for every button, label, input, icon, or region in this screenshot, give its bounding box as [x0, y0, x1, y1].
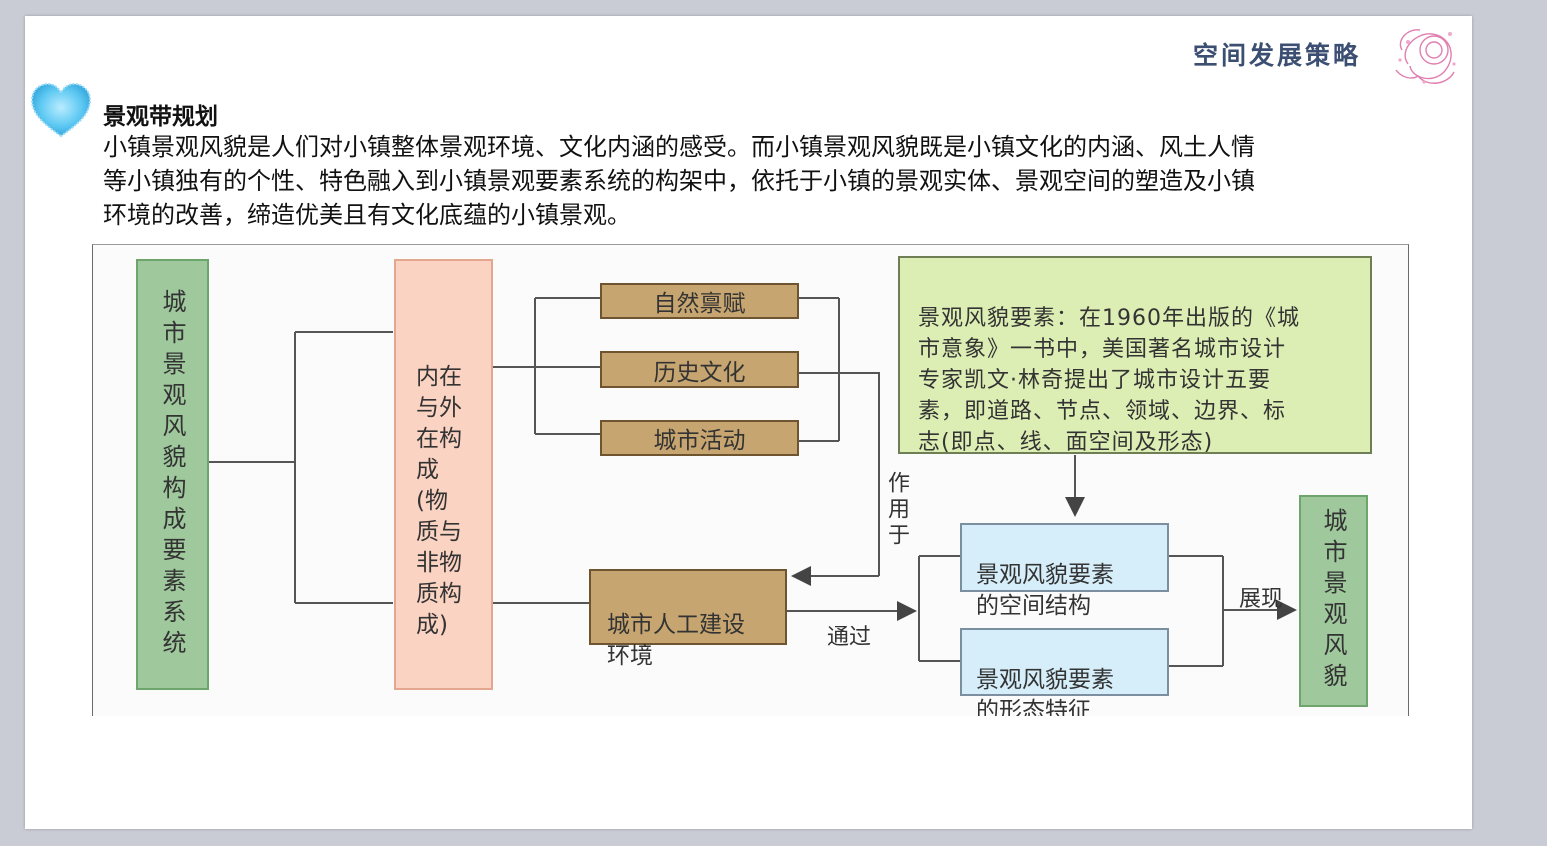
landscape-diagram: 城市景观风貌构成要素系统 内在 与外 在构 成 (物 质与 非物 质构 成) 自… [92, 244, 1409, 716]
branch-activity: 城市活动 [600, 420, 799, 456]
through-label: 通过 [827, 625, 872, 650]
branch-history-label: 历史文化 [653, 359, 746, 386]
branch-natural: 自然禀赋 [600, 283, 799, 319]
section-body: 小镇景观风貌是人们对小镇整体景观环境、文化内涵的感受。而小镇景观风貌既是小镇文化… [103, 133, 1255, 229]
result-box: 城市景观风貌 [1299, 495, 1368, 707]
acts-on-label: 作用于 [884, 471, 909, 549]
artificial-env-label: 城市人工建设 环境 [607, 612, 745, 669]
heart-icon [30, 82, 92, 138]
branch-natural-label: 自然禀赋 [653, 291, 746, 317]
result-box-label: 城市景观风貌 [1319, 508, 1347, 694]
branch-history: 历史文化 [600, 351, 799, 388]
note-text: 景观风貌要素：在1960年出版的《城 市意象》一书中，美国著名城市设计 专家凯文… [918, 306, 1300, 455]
composition-box: 内在 与外 在构 成 (物 质与 非物 质构 成) [394, 259, 493, 690]
form-features-box: 景观风貌要素 的形态特征 [960, 628, 1169, 716]
spatial-structure-box: 景观风貌要素 的空间结构 [960, 523, 1169, 619]
page-title: 空间发展策略 [1193, 41, 1362, 70]
composition-box-label: 内在 与外 在构 成 (物 质与 非物 质构 成) [416, 364, 462, 638]
system-box-label: 城市景观风貌构成要素系统 [158, 288, 186, 661]
form-features-label: 景观风貌要素 的形态特征 [976, 667, 1114, 716]
spatial-structure-label: 景观风貌要素 的空间结构 [976, 562, 1114, 619]
decorative-swirl-icon [1395, 29, 1456, 84]
note-box: 景观风貌要素：在1960年出版的《城 市意象》一书中，美国著名城市设计 专家凯文… [898, 256, 1372, 455]
system-box: 城市景观风貌构成要素系统 [136, 259, 209, 690]
show-label: 展现 [1239, 587, 1284, 612]
connector-lines [208, 297, 1297, 667]
artificial-env-box: 城市人工建设 环境 [589, 569, 787, 669]
section-title: 景观带规划 [103, 104, 218, 130]
branch-activity-label: 城市活动 [653, 428, 746, 454]
